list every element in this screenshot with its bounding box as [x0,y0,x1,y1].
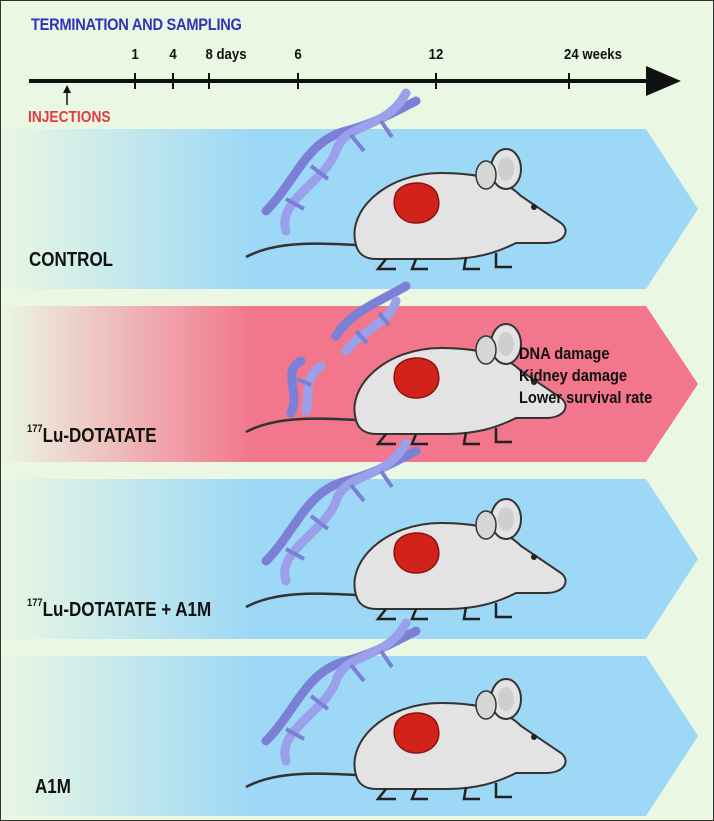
group-arrow-a1m [1,656,698,816]
effects-list: DNA damage Kidney damage Lower survival … [519,343,652,409]
tick-label-8-days: 8 days [205,46,247,63]
injection-marker-arrowhead [63,85,71,93]
tick-label-12: 12 [428,46,444,63]
group-label-a1m: A1M [35,776,71,799]
group-name: A1M [35,776,71,798]
tick-label-6: 6 [294,46,302,63]
broken-dna-icon [286,281,411,418]
effect-lower-survival: Lower survival rate [519,388,653,407]
tick-label-4: 4 [169,46,177,63]
timeline-arrowhead [646,66,681,96]
tick-label-1: 1 [131,46,139,63]
timeline-title: TERMINATION AND SAMPLING [31,15,242,34]
group-label-lu-dotatate-a1m: 177Lu-DOTATATE + A1M [27,597,212,622]
group-arrow-lu-dotatate-a1m [1,479,698,639]
group-name: CONTROL [29,249,114,271]
isotope-superscript: 177 [27,597,43,610]
injections-label: INJECTIONS [28,109,111,126]
group-label-lu-dotatate: 177Lu-DOTATATE [27,423,157,448]
group-label-control: CONTROL [29,249,113,272]
isotope-superscript: 177 [27,423,43,436]
effect-kidney-damage: Kidney damage [519,366,628,385]
group-name: Lu-DOTATATE + A1M [42,599,212,621]
tick-label-24-weeks: 24 weeks [564,46,622,63]
group-arrow-control [1,129,698,289]
group-arrow-lu-dotatate [1,306,698,462]
group-name: Lu-DOTATATE [42,425,157,447]
effect-dna-damage: DNA damage [519,344,610,363]
